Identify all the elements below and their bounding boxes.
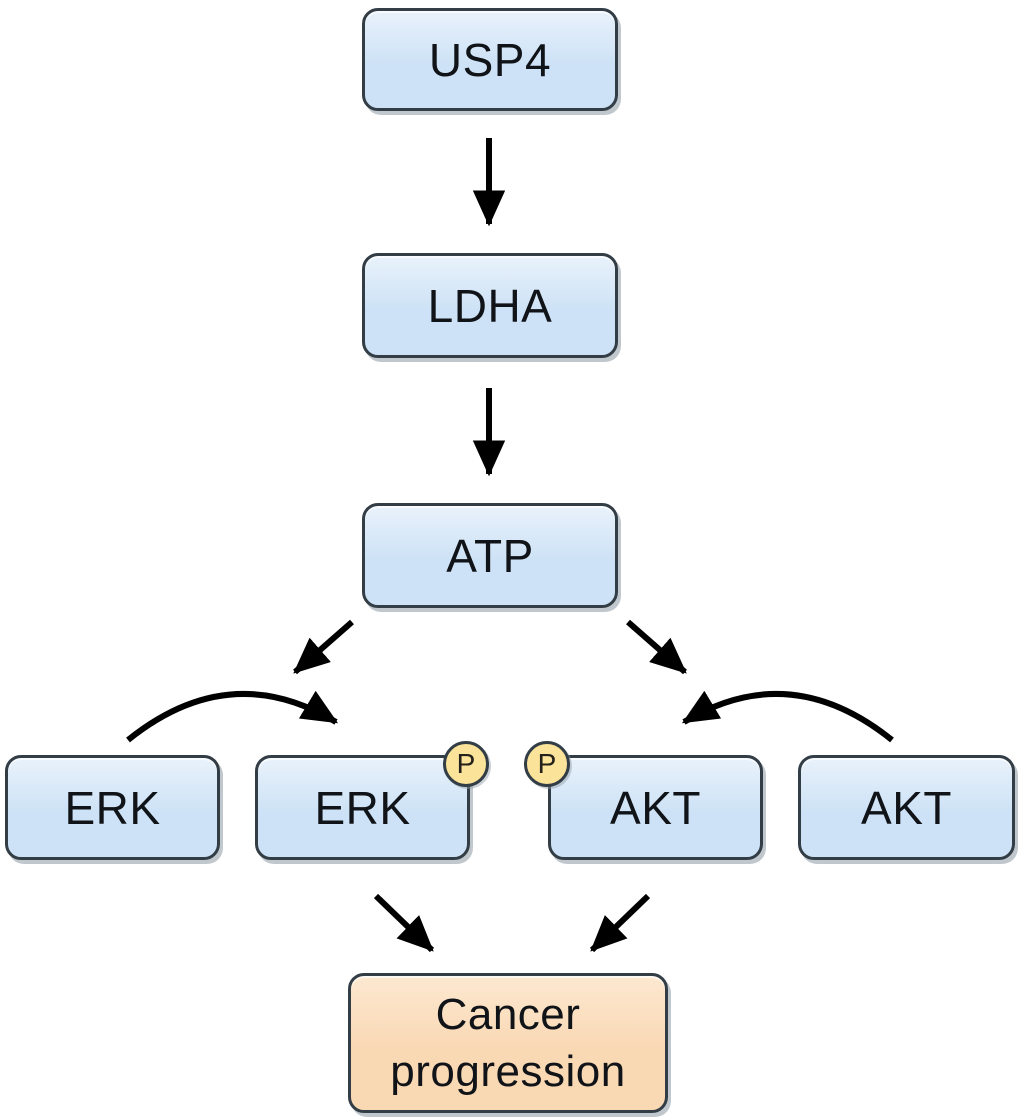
phospho-badge-akt: P xyxy=(524,741,570,787)
arrow-erk-p-to-cancer xyxy=(373,893,435,953)
phospho-badge-akt-label: P xyxy=(537,748,557,779)
node-erk-label: ERK xyxy=(64,781,161,834)
curved-arrow-akt-to-akt-p xyxy=(681,690,894,743)
node-erk-inactive: ERK xyxy=(5,755,220,860)
node-akt-inactive: AKT xyxy=(798,755,1015,860)
node-atp-label: ATP xyxy=(446,529,534,582)
node-usp4-label: USP4 xyxy=(428,33,552,86)
arrow-akt-p-to-cancer xyxy=(589,893,651,953)
node-cancer-progression: Cancer progression xyxy=(348,973,668,1113)
node-akt-label: AKT xyxy=(861,781,952,834)
node-ldha: LDHA xyxy=(362,253,618,358)
node-cancer-progression-label: Cancer progression xyxy=(390,989,626,1096)
node-usp4: USP4 xyxy=(362,8,618,111)
arrow-atp-to-erk xyxy=(293,619,354,675)
node-akt-phosphorylated: AKT xyxy=(548,755,763,860)
curved-arrow-erk-to-erk-p xyxy=(126,690,339,743)
phospho-badge-erk-label: P xyxy=(456,748,476,779)
node-erk-p-label: ERK xyxy=(314,781,411,834)
node-akt-p-label: AKT xyxy=(610,781,701,834)
node-ldha-label: LDHA xyxy=(427,279,553,332)
node-erk-phosphorylated: ERK xyxy=(255,755,470,860)
arrow-atp-to-akt xyxy=(626,619,687,675)
phospho-badge-erk: P xyxy=(443,741,489,787)
node-atp: ATP xyxy=(362,503,618,608)
